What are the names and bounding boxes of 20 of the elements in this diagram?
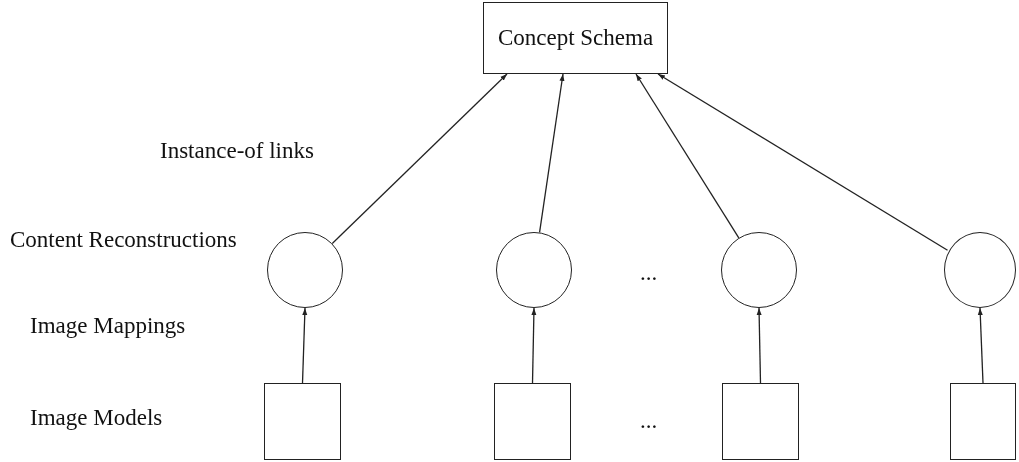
arrow — [756, 307, 762, 384]
square-node — [264, 383, 341, 460]
annotation-text: Image Models — [30, 407, 163, 429]
node-label: Concept Schema — [497, 25, 654, 51]
square-node — [950, 383, 1016, 460]
annotation-text: ... — [640, 410, 658, 432]
arrow — [977, 307, 984, 384]
arrow — [657, 73, 949, 251]
annotation-text: Image Mappings — [30, 315, 186, 337]
arrow — [538, 73, 565, 234]
process-box — [483, 2, 668, 74]
annotation-text: Instance-of links — [160, 140, 314, 162]
square-node — [494, 383, 571, 460]
arrow — [331, 73, 508, 245]
arrow — [635, 73, 740, 239]
annotation-text: Content Reconstructions — [10, 229, 238, 251]
arrow — [531, 307, 537, 384]
annotation-text: ... — [640, 262, 658, 284]
arrow — [301, 307, 308, 384]
square-node — [722, 383, 799, 460]
